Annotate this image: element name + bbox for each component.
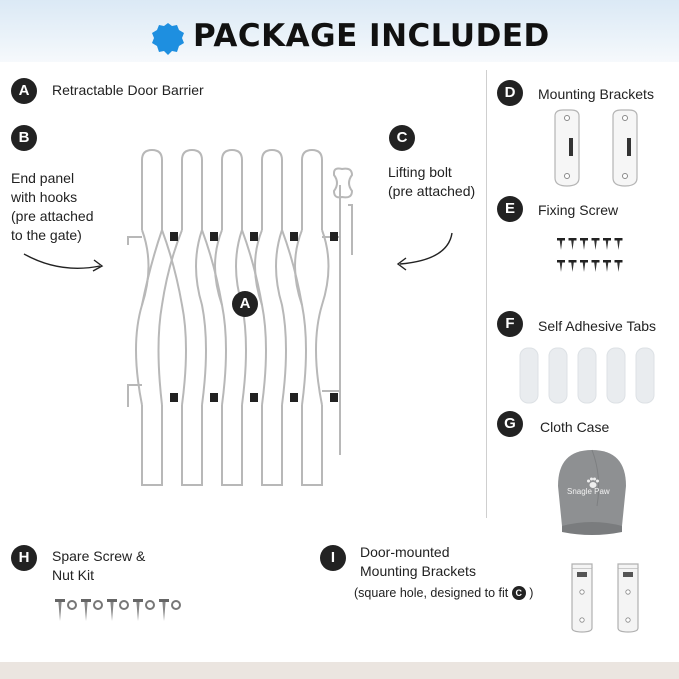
screw-icon [557,260,565,272]
spare-screw-icon [159,599,181,621]
spare-screws-image [55,599,181,621]
retractable-gate-image [127,148,354,486]
item-c-marker: C [389,125,415,151]
spare-screw-icon [107,599,129,621]
arrow-b-icon [23,253,104,272]
gate-marker: A [232,291,258,317]
arrow-c-icon [396,232,453,271]
item-i-note-suffix: ) [529,586,534,600]
mounting-brackets-image [554,109,638,187]
cloth-case-image [558,449,626,535]
screw-icon [568,260,577,272]
door-brackets-image [571,563,639,633]
item-c-label: Lifting bolt (pre attached) [388,164,476,199]
spare-screw-icon [133,599,155,621]
screw-icon [580,238,588,250]
screw-icon [568,238,577,250]
item-e-marker: E [497,196,523,222]
column-divider [486,70,487,518]
item-h-marker: H [11,545,37,571]
case-brand-text: Snagle Paw [567,487,610,496]
screw-icon [603,260,611,272]
item-i-marker: I [320,545,346,571]
spare-screw-icon [81,599,103,621]
screw-icon [591,260,600,272]
item-f-marker: F [497,311,523,337]
adhesive-tabs-image [519,347,655,404]
screw-icon [580,260,588,272]
screw-icon [614,238,623,250]
item-e-label: Fixing Screw [538,202,619,218]
item-i-label: Door-mounted Mounting Brackets [360,544,476,579]
header-banner: PACKAGE INCLUDED [0,0,679,62]
item-i-note: (square hole, designed to fit C ) [354,584,533,603]
item-d-marker: D [497,80,523,106]
item-i-note-ref: C [511,585,526,600]
screw-icon [591,238,600,250]
screw-icon [603,238,611,250]
item-b-label: End panel with hooks (pre attached to th… [11,170,94,243]
item-d-label: Mounting Brackets [538,86,654,102]
screw-icon [557,238,565,250]
screw-icon [614,260,623,272]
paw-icon [587,477,599,488]
fixing-screws-image [557,238,623,272]
page-title: PACKAGE INCLUDED [193,18,550,54]
item-g-marker: G [497,411,523,437]
badge-icon [152,23,184,55]
item-g-label: Cloth Case [540,419,610,435]
item-i-note-prefix: (square hole, designed to fit [354,586,509,600]
item-h-label: Spare Screw & Nut Kit [52,548,146,583]
item-a-marker: A [11,78,37,104]
item-f-label: Self Adhesive Tabs [538,318,657,334]
item-b-marker: B [11,125,37,151]
item-a-label: Retractable Door Barrier [52,82,204,98]
bottom-band [0,662,679,679]
spare-screw-icon [55,599,77,621]
